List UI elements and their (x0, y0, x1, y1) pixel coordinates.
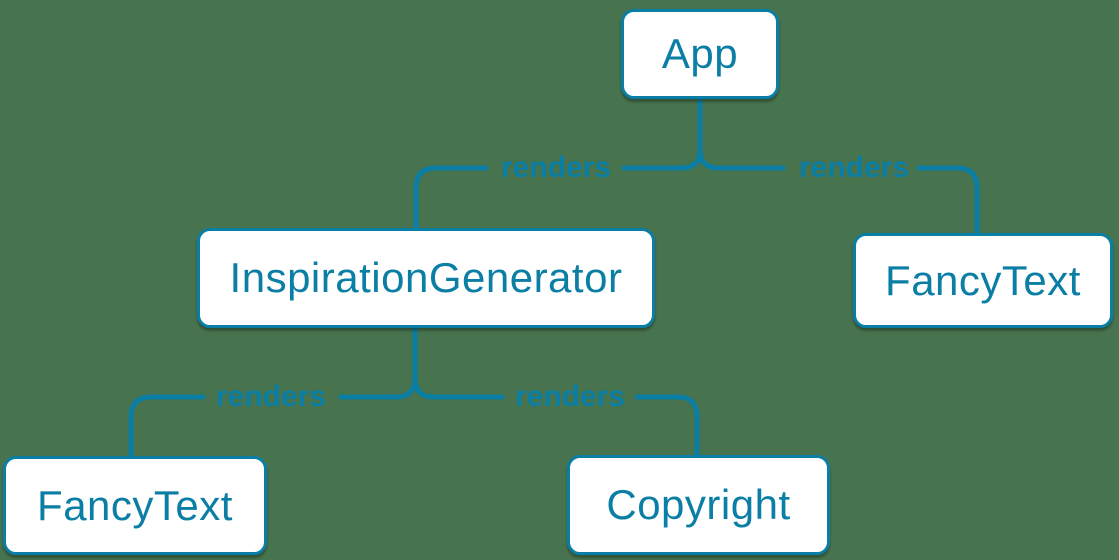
connector-ig-right-arm (412, 375, 505, 400)
node-app: App (621, 9, 779, 99)
node-copyright: Copyright (567, 455, 830, 555)
connector-app-left-arm (621, 147, 703, 171)
connector-ig-right-drop (634, 394, 700, 458)
edge-label-app-fancytext: renders (798, 151, 910, 184)
edge-label-inspirationgenerator-fancytext: renders (215, 380, 327, 413)
edge-label-inspirationgenerator-copyright: renders (514, 380, 626, 413)
connector-ig-left-drop (128, 394, 206, 459)
node-fancy-text-top: FancyText (853, 233, 1113, 328)
connector-app-right-arm (697, 147, 786, 171)
node-inspiration-generator: InspirationGenerator (197, 228, 655, 328)
connector-ig-left-arm (338, 375, 418, 400)
edge-label-app-inspirationgenerator: renders (500, 151, 612, 184)
node-fancy-text-bottom: FancyText (3, 456, 267, 555)
connector-app-left-drop (413, 165, 489, 231)
connector-app-right-drop (916, 165, 980, 236)
